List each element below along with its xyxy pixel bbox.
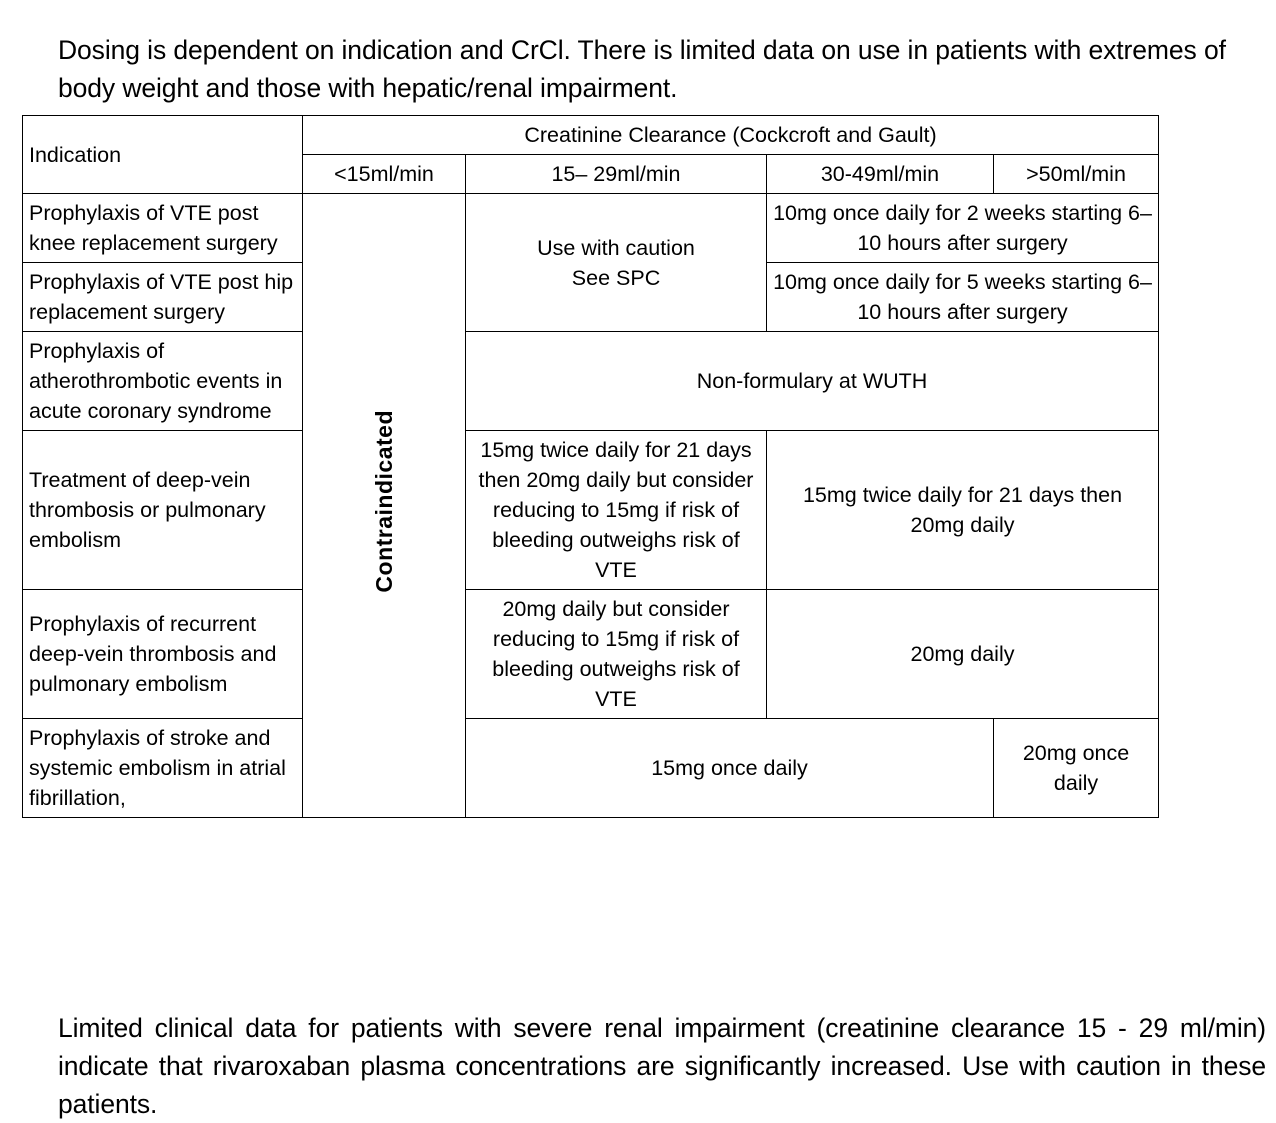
header-crcl-over-50: >50ml/min <box>992 154 1160 194</box>
contraindicated-label: Contraindicated <box>371 410 397 593</box>
cell-contraindicated: Contraindicated <box>302 193 466 818</box>
header-crcl-under-15: <15ml/min <box>302 154 466 194</box>
header-creatinine-clearance-group: Creatinine Clearance (Cockcroft and Gaul… <box>301 115 1160 155</box>
indication-acs: Prophylaxis of atherothrombotic events i… <box>22 331 303 431</box>
table-row: Prophylaxis of VTE post hip replacement … <box>22 262 1160 332</box>
cell-af-20mg: 20mg once daily <box>992 718 1160 818</box>
outro-paragraph: Limited clinical data for patients with … <box>58 1009 1266 1123</box>
cell-recurrent-15-29: 20mg daily but consider reducing to 15mg… <box>465 589 767 719</box>
indication-af-stroke: Prophylaxis of stroke and systemic embol… <box>22 718 303 818</box>
header-indication: Indication <box>22 115 303 194</box>
document-page: Dosing is dependent on indication and Cr… <box>22 34 1266 1119</box>
cell-knee-10mg-2-weeks: 10mg once daily for 2 weeks starting 6–1… <box>765 193 1160 263</box>
table-row: Prophylaxis of atherothrombotic events i… <box>22 331 1160 431</box>
indication-dvt-pe-treatment: Treatment of deep-vein thrombosis or pul… <box>22 430 303 590</box>
dosing-table-container: Indication Creatinine Clearance (Cockcro… <box>22 115 1160 818</box>
cell-recurrent-30-plus: 20mg daily <box>765 589 1160 719</box>
header-crcl-30-49: 30-49ml/min <box>766 154 994 194</box>
indication-vte-knee: Prophylaxis of VTE post knee replacement… <box>22 193 303 263</box>
cell-af-15mg: 15mg once daily <box>465 718 994 818</box>
rivaroxaban-dosing-table: Indication Creatinine Clearance (Cockcro… <box>22 115 1160 818</box>
table-row: Prophylaxis of stroke and systemic embol… <box>22 718 1160 818</box>
table-row: Prophylaxis of recurrent deep-vein throm… <box>22 589 1160 719</box>
indication-vte-hip: Prophylaxis of VTE post hip replacement … <box>22 262 303 332</box>
outro-paragraph-main: Limited clinical data for patients with … <box>58 1012 1266 1081</box>
cell-dvt-15-29: 15mg twice daily for 21 days then 20mg d… <box>465 430 767 590</box>
table-header-row-group: Indication Creatinine Clearance (Cockcro… <box>22 115 1160 194</box>
table-row: Prophylaxis of VTE post knee replacement… <box>22 193 1160 818</box>
indication-recurrent-dvt-pe: Prophylaxis of recurrent deep-vein throm… <box>22 589 303 719</box>
header-crcl-15-29: 15– 29ml/min <box>465 154 767 194</box>
cell-non-formulary: Non-formulary at WUTH <box>464 331 1160 431</box>
table-row: Treatment of deep-vein thrombosis or pul… <box>22 430 1160 590</box>
table-header-row-columns: <15ml/min 15– 29ml/min 30-49ml/min >50ml… <box>23 154 1160 194</box>
cell-hip-10mg-5-weeks: 10mg once daily for 5 weeks starting 6–1… <box>765 262 1160 332</box>
intro-paragraph: Dosing is dependent on indication and Cr… <box>58 34 1226 103</box>
